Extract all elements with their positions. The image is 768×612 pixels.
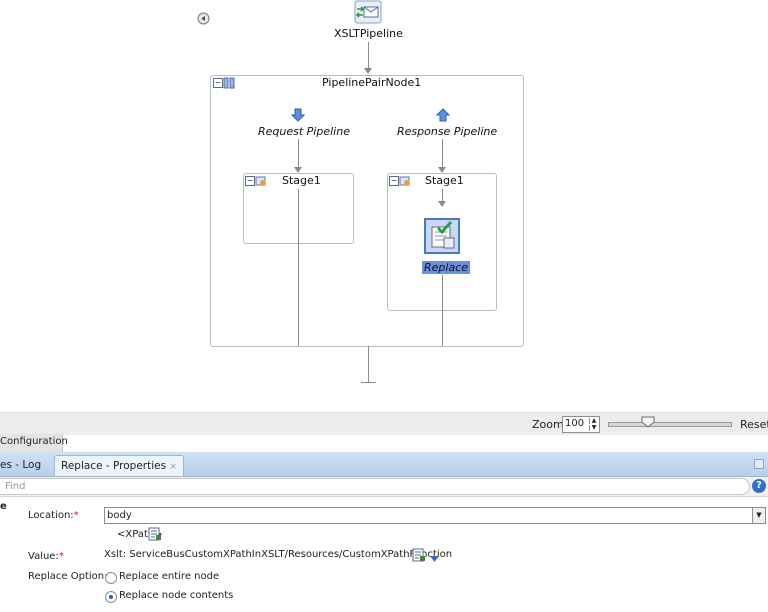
- request-arrow-icon: [290, 108, 306, 122]
- request-pipeline-label: Request Pipeline: [258, 125, 350, 138]
- response-arrow-icon: [435, 108, 451, 122]
- request-stage-line: [298, 189, 299, 346]
- tab-replace-properties[interactable]: Replace - Properties ×: [54, 455, 184, 476]
- value-dropdown-icon[interactable]: [430, 552, 439, 565]
- zoom-slider[interactable]: [608, 422, 732, 427]
- flow-line: [368, 42, 369, 70]
- tab-configuration[interactable]: Configuration: [0, 434, 68, 453]
- tab-replace-properties-label: Replace - Properties: [61, 460, 167, 472]
- zoom-spinner[interactable]: 100 ▲ ▼: [562, 416, 600, 433]
- section-heading: e: [0, 501, 7, 512]
- request-stage-label: Stage1: [282, 174, 321, 187]
- replace-node-contents-radio[interactable]: [105, 591, 117, 603]
- replace-action-label[interactable]: Replace: [422, 261, 471, 274]
- stage-icon: [255, 175, 267, 187]
- response-stage-arrow: [438, 201, 446, 207]
- response-stage-line: [442, 189, 443, 203]
- properties-panel: e Location:* body ▼ <XPath> Value:* Xslt…: [0, 497, 768, 612]
- response-stage-label: Stage1: [425, 174, 464, 187]
- spin-down-icon[interactable]: ▼: [589, 425, 598, 431]
- request-flow-arrow: [294, 167, 302, 173]
- reset-zoom-button[interactable]: Reset: [740, 418, 768, 431]
- zoom-label: Zoom:: [532, 418, 568, 431]
- help-icon[interactable]: ?: [752, 479, 766, 493]
- close-tab-icon[interactable]: ×: [169, 462, 177, 472]
- proxy-service-icon[interactable]: [354, 0, 382, 24]
- location-input[interactable]: body: [104, 507, 758, 524]
- stage-toggle-icon[interactable]: −: [389, 176, 399, 186]
- expression-editor-icon[interactable]: [412, 548, 426, 562]
- zoom-toolbar: Zoom: 100 ▲ ▼ Reset: [0, 412, 768, 435]
- find-input[interactable]: Find: [0, 478, 750, 495]
- replace-action-icon[interactable]: [424, 218, 460, 254]
- exit-line: [368, 346, 369, 383]
- response-flow-line: [442, 139, 443, 171]
- tab-log[interactable]: es - Log: [0, 459, 42, 471]
- location-label: Location:*: [28, 510, 79, 521]
- response-flow-arrow: [438, 167, 446, 173]
- value-label: Value:*: [28, 551, 64, 562]
- response-pipeline-label: Response Pipeline: [397, 125, 498, 138]
- stage-toggle-icon[interactable]: −: [245, 176, 255, 186]
- find-bar: Find ?: [0, 477, 768, 497]
- zoom-slider-knob-icon[interactable]: [641, 416, 655, 428]
- minimize-panel-icon[interactable]: [754, 459, 764, 469]
- request-flow-line: [298, 139, 299, 171]
- panel-tabstrip: es - Log Replace - Properties ×: [0, 452, 768, 477]
- pipeline-canvas[interactable]: XSLTPipeline − PipelinePairNode1 Request…: [0, 0, 768, 412]
- flow-arrow: [364, 68, 372, 74]
- expression-editor-icon[interactable]: [148, 527, 162, 541]
- collapse-toggle-icon[interactable]: −: [213, 78, 223, 88]
- spin-up-icon[interactable]: ▲: [589, 418, 598, 424]
- replace-option-label: Replace Option:: [28, 571, 108, 582]
- xpath-link[interactable]: <XPath>: [117, 529, 163, 540]
- exit-terminator: [361, 382, 376, 383]
- service-name: XSLTPipeline: [334, 27, 403, 40]
- action-line: [442, 275, 443, 346]
- zoom-value[interactable]: 100: [565, 418, 585, 429]
- replace-entire-node-radio[interactable]: [105, 572, 117, 584]
- replace-entire-node-label[interactable]: Replace entire node: [119, 571, 220, 582]
- collapse-circle-icon[interactable]: [197, 12, 210, 25]
- pipeline-pair-icon: [223, 77, 235, 89]
- stage-icon: [399, 175, 411, 187]
- pipeline-pair-label: PipelinePairNode1: [322, 76, 422, 89]
- value-text: Xslt: ServiceBusCustomXPathInXSLT/Resour…: [104, 549, 453, 560]
- replace-node-contents-label[interactable]: Replace node contents: [119, 590, 234, 601]
- location-dropdown-icon[interactable]: ▼: [752, 507, 766, 524]
